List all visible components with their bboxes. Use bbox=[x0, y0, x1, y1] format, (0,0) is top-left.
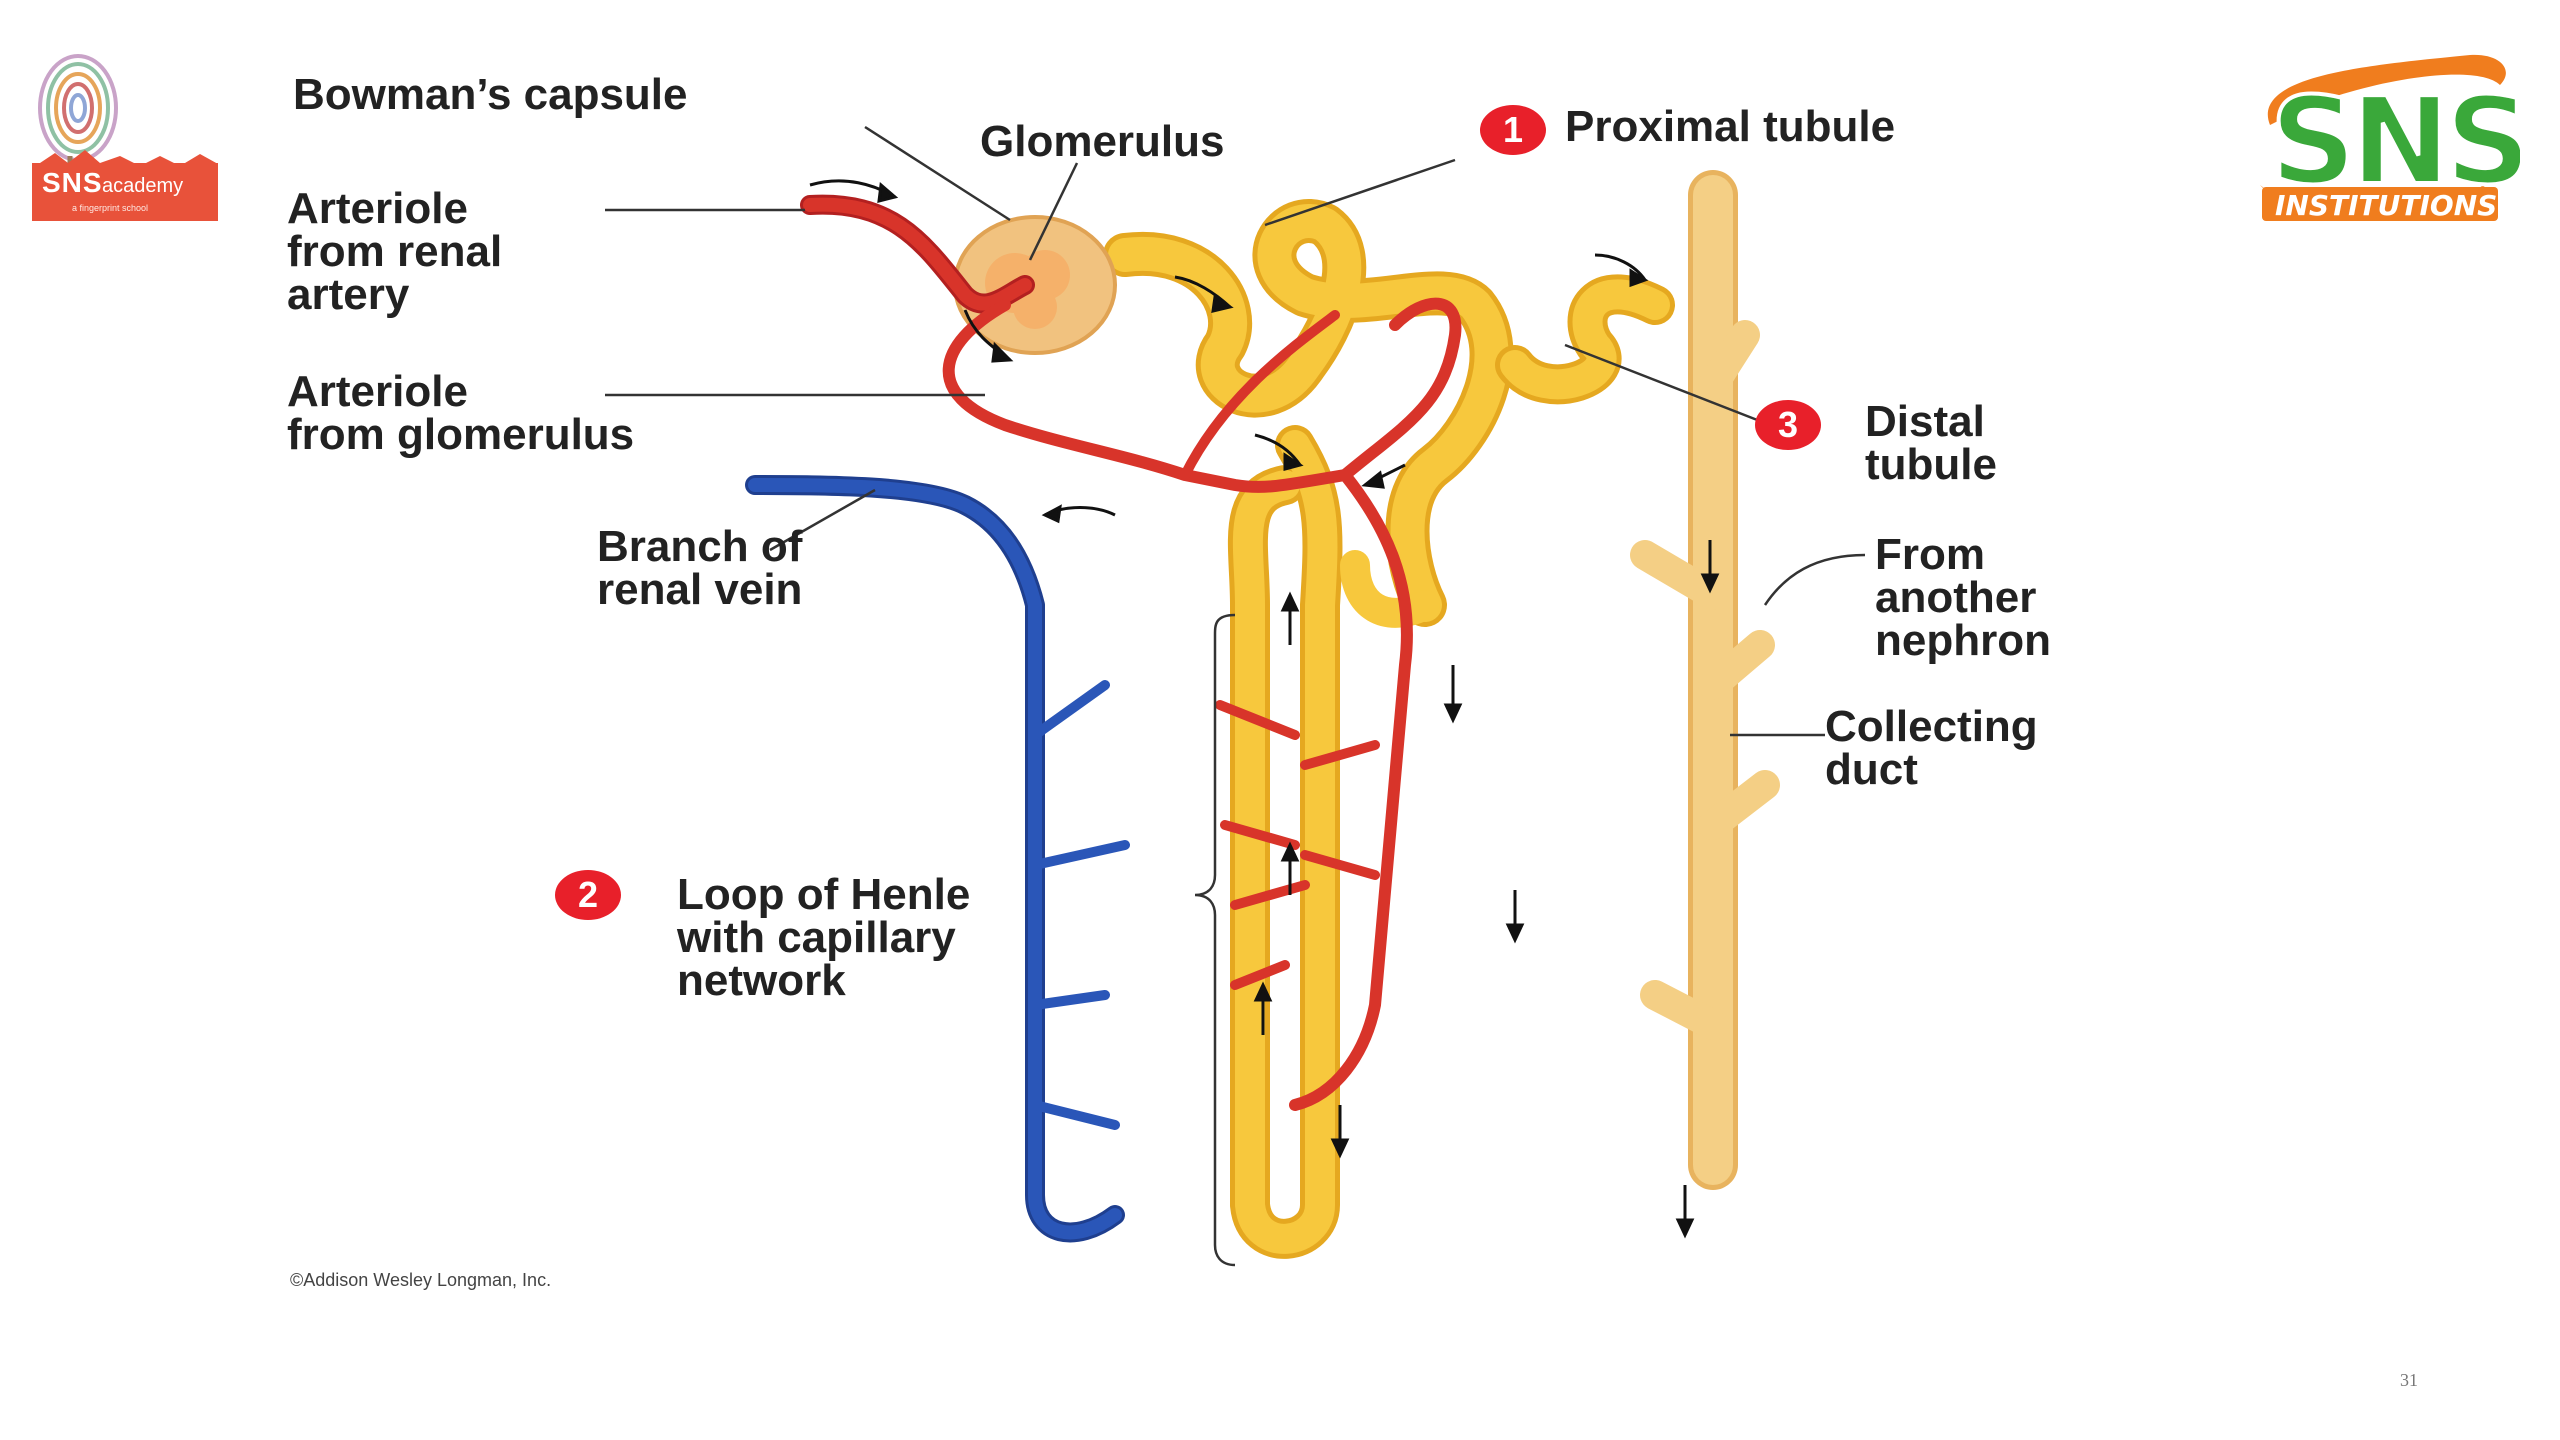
label-distal-tubule: Distal tubule bbox=[1865, 397, 1997, 489]
brand-subtext: academy bbox=[102, 175, 184, 197]
sns-academy-logo: SNS academy a fingerprint school bbox=[30, 28, 220, 228]
label-arteriole-glomerulus: Arteriole from glomerulus bbox=[287, 367, 635, 459]
brand-text: SNS bbox=[42, 167, 103, 198]
label-loop-of-henle: Loop of Henle with capillary network bbox=[677, 870, 971, 1005]
collecting-duct-shape bbox=[1630, 170, 1780, 1190]
label-branch-renal-vein: Branch of renal vein bbox=[597, 522, 803, 614]
sns-academy-banner: SNS academy a fingerprint school bbox=[32, 163, 218, 221]
sns-institutions-icon: SNS INSTITUTIONS bbox=[2260, 54, 2533, 222]
nephron-diagram: Bowman’s capsule Glomerulus 1 Proximal t… bbox=[245, 45, 2230, 1325]
badge-3: 3 bbox=[1755, 400, 1821, 450]
label-bowmans-capsule: Bowman’s capsule bbox=[293, 70, 688, 119]
arteriole-shape bbox=[800, 194, 1462, 1111]
institutions-text: INSTITUTIONS bbox=[2275, 189, 2497, 222]
page-number: 31 bbox=[2400, 1370, 2418, 1390]
fingerprint-tree-icon bbox=[38, 54, 218, 171]
badge-2: 2 bbox=[555, 870, 621, 920]
renal-vein-shape bbox=[745, 475, 1130, 1243]
badge-1: 1 bbox=[1480, 105, 1546, 155]
tubule-shape bbox=[1103, 199, 1675, 1259]
label-proximal-tubule: Proximal tubule bbox=[1565, 102, 1896, 151]
leader-lines bbox=[605, 125, 1866, 1267]
flow-arrows bbox=[809, 179, 1720, 1239]
sns-institutions-logo: SNS INSTITUTIONS bbox=[2230, 45, 2533, 245]
label-collecting-duct: Collecting duct bbox=[1825, 702, 2038, 794]
label-arteriole-renal-artery: Arteriole from renal artery bbox=[287, 184, 503, 319]
brand-tagline: a fingerprint school bbox=[72, 203, 149, 213]
copyright-text: ©Addison Wesley Longman, Inc. bbox=[290, 1270, 552, 1290]
label-from-another-nephron: From another nephron bbox=[1875, 530, 2051, 665]
nephron-illustration bbox=[245, 45, 2230, 1325]
label-glomerulus: Glomerulus bbox=[980, 117, 1225, 166]
